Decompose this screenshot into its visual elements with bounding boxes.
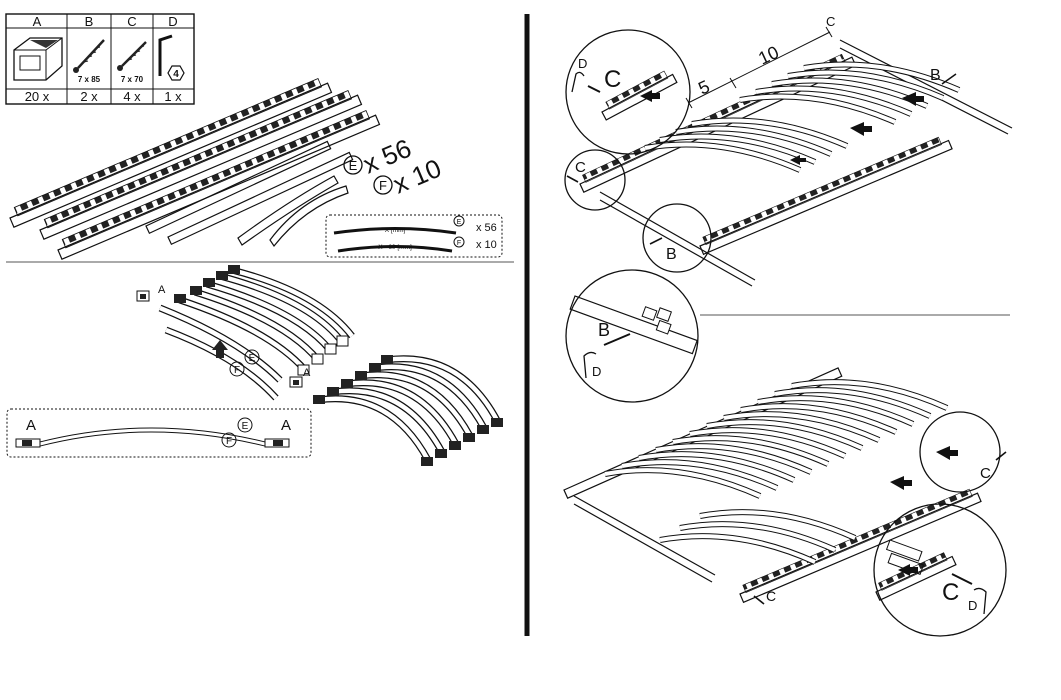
step3-b-right: B [930,67,941,84]
dim-5-label: 5 [695,76,713,98]
screw-b-icon [73,39,105,73]
side-rails [9,78,381,260]
zoom-c-letter: C [604,66,621,93]
parts-header-a: A [33,14,42,29]
screw-c-icon [117,41,147,71]
slat-e-marker: E [343,155,363,175]
cap-a-bottom-letter: A [303,367,311,379]
qty-b: 2 x [80,89,98,104]
box-e-count: x 56 [476,222,497,234]
slat-detail-box: A A E F [6,408,312,458]
slat-e-letter: E [349,158,358,173]
slat-f-letter: F [379,178,387,193]
step5-bottom-c: C [766,588,776,604]
f-length-label: X - 60 [mm] [378,244,412,251]
step5-frame [563,367,982,604]
qty-d: 1 x [164,89,182,104]
loose-slats [158,304,283,401]
parts-header-c: C [127,14,136,29]
box-f-count: x 10 [476,239,497,251]
dim-10-label: 10 [755,42,782,69]
hex-key-size: 4 [173,69,179,80]
detail-cap-left: A [26,417,36,434]
step2-e-marker: E [244,349,260,365]
hex-key-icon: 4 [158,34,185,81]
detail-cap-right: A [281,417,291,434]
parts-table: A B C D 7 x 85 7 x 70 4 2 [5,13,195,105]
detail-d-letter: D [592,364,601,379]
box-f-letter: F [457,240,461,247]
slat-f-marker: F [373,175,393,195]
step5-right-c: C [980,465,991,482]
detail-e-letter: E [242,421,249,432]
qty-a: 20 x [25,89,50,104]
curved-slats [237,175,349,248]
zoom-circle-b-detail: B D [565,269,699,403]
cap-a-top-letter: A [158,284,166,296]
zoom-circle-c-top: C D [565,29,691,155]
e-length-label: X [mm] [385,227,406,234]
cap-a-bottom: A [289,367,311,388]
step2-e-letter: E [249,353,256,364]
left-c-letter: C [575,159,586,176]
slat-length-box: X [mm] E x 56 X - 60 [mm] F x 10 [325,214,503,258]
step2-f-marker: F [229,361,245,377]
zoom-circle-c-right: C [919,411,1007,493]
parts-header-b: B [85,14,94,29]
b-bottom-letter: B [666,246,677,263]
detail-f-letter: F [226,436,232,447]
step3-frame [579,39,1013,287]
step3-top-c: C [826,14,835,29]
zoom-circle-b-bottom: B [642,203,712,273]
screw-b-size: 7 x 85 [78,75,101,84]
detail-b-letter: B [598,320,610,340]
zoom5-c-letter: C [942,579,959,606]
slat-stack-right [313,355,503,466]
screw-c-size: 7 x 70 [121,75,144,84]
zoom-circle-c-left: C [564,149,626,211]
zoom5-d-letter: D [968,598,977,613]
slat-stack-left [174,265,355,376]
box-e-letter: E [457,219,462,226]
zoom-circle-c-bottom: C D [873,503,1007,637]
zoom-d-letter: D [578,56,587,71]
parts-header-d: D [168,14,177,29]
slat-cap-icon [13,37,63,81]
cap-a-top: A [136,284,166,302]
qty-c: 4 x [123,89,141,104]
step2-f-letter: F [234,365,240,376]
